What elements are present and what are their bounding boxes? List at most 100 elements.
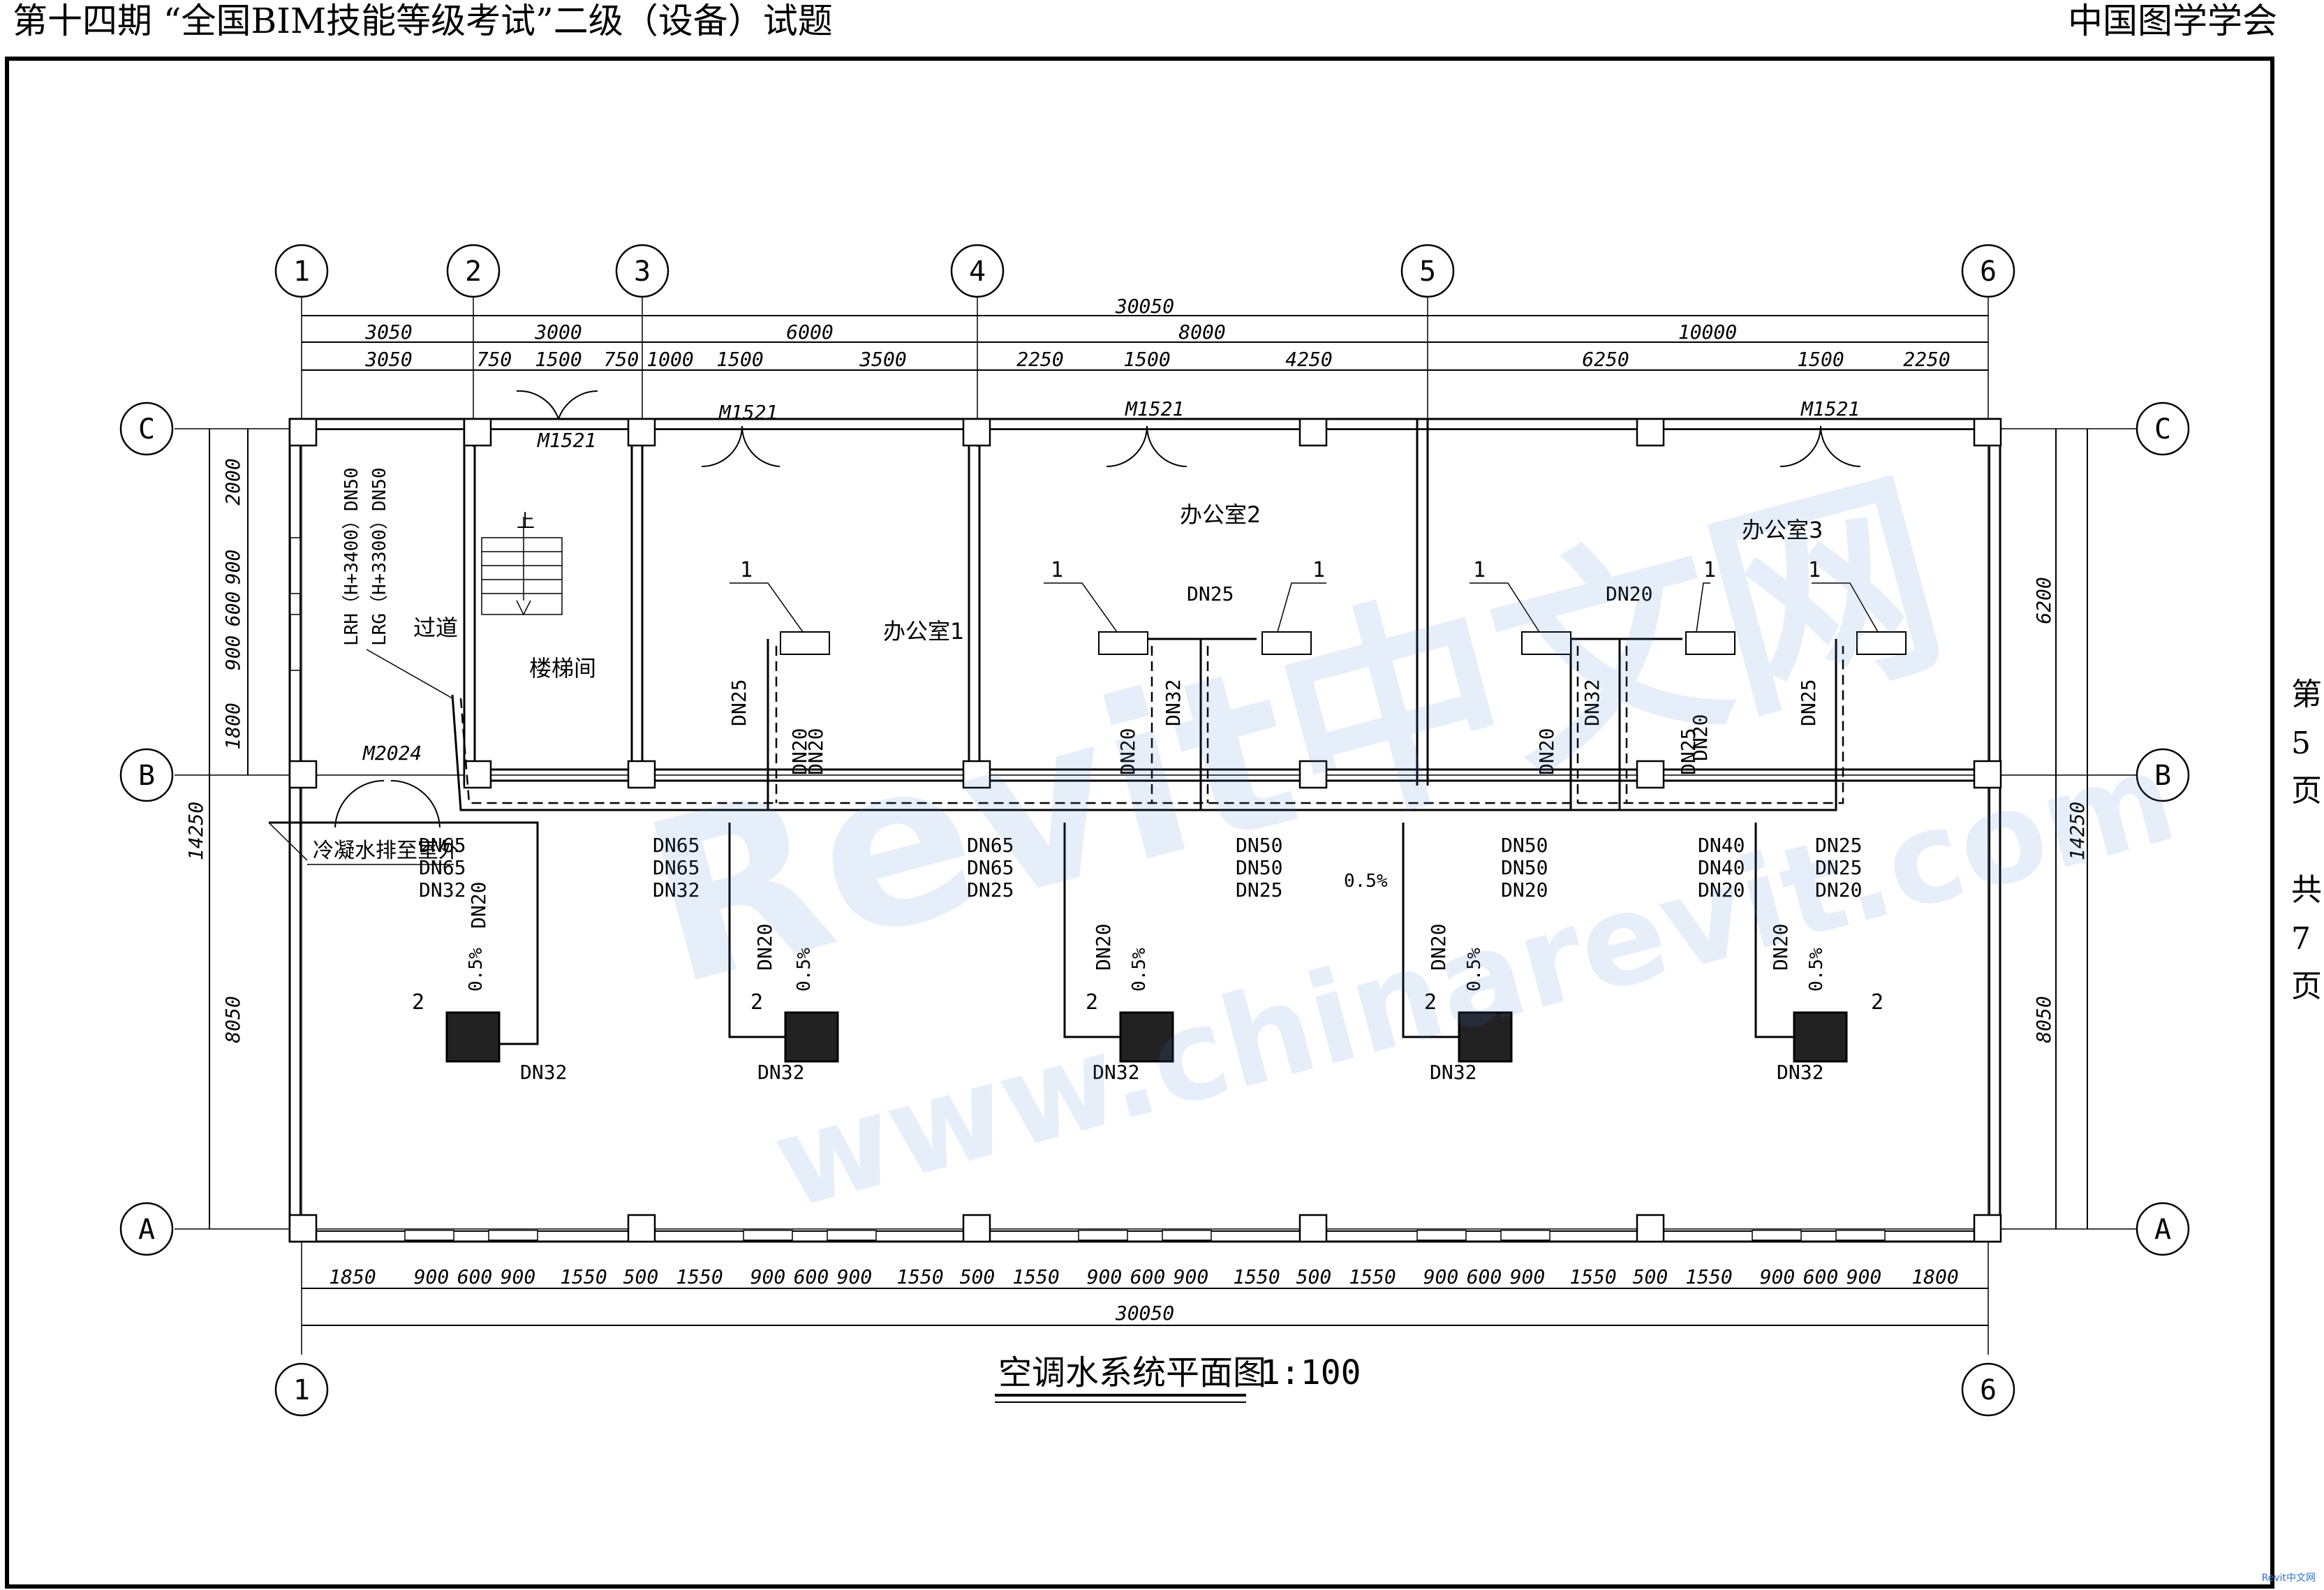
grid-bubble-row-c-left: C [119, 402, 174, 456]
svg-text:DN20: DN20 [1427, 924, 1450, 971]
svg-text:3500: 3500 [859, 348, 906, 371]
door-labels: M1521 M1521 M1521 M1521 M2024 [362, 397, 1860, 765]
equipment-tags: 1 1 1 1 1 1 2 2 2 2 2 [412, 558, 1883, 1015]
drawing-title-block: 空调水系统平面图 1:100 [995, 1353, 1361, 1403]
drawing-scale: 1:100 [1260, 1353, 1361, 1392]
svg-text:1550: 1550 [896, 1265, 943, 1288]
svg-text:DN32: DN32 [1162, 679, 1185, 726]
room-labels: 办公室1 办公室2 办公室3 过道 楼梯间 上 [413, 501, 1823, 682]
svg-text:6: 6 [1980, 1374, 1997, 1406]
svg-text:10000: 10000 [1678, 321, 1737, 344]
svg-text:30050: 30050 [1115, 1302, 1174, 1325]
grid-bubble-col-1-bottom: 1 [274, 1362, 329, 1417]
cassette-pipe-labels: DN32 DN32 DN32 DN32 DN32 [520, 1061, 1823, 1084]
svg-text:1500: 1500 [535, 348, 582, 371]
svg-text:DN32: DN32 [520, 1061, 567, 1084]
svg-text:DN65: DN65 [419, 856, 466, 879]
svg-text:0.5%: 0.5% [1464, 948, 1485, 992]
svg-text:1500: 1500 [716, 348, 763, 371]
piping-return [459, 646, 1844, 804]
svg-text:1550: 1550 [1685, 1265, 1732, 1288]
svg-text:DN20: DN20 [1501, 878, 1548, 901]
svg-text:750: 750 [604, 348, 639, 371]
svg-text:DN20: DN20 [1092, 924, 1115, 971]
svg-text:2: 2 [750, 990, 763, 1015]
svg-text:1: 1 [1473, 558, 1486, 582]
grid-bubbles: 1 2 3 4 5 6 1 6 C B A C B A [119, 244, 2190, 1417]
grid-bubble-col-4: 4 [950, 244, 1005, 298]
svg-text:900: 900 [1423, 1265, 1459, 1288]
svg-text:3000: 3000 [534, 321, 582, 344]
grid-bubble-row-b-right: B [2136, 748, 2190, 802]
svg-text:DN50: DN50 [1501, 834, 1548, 857]
grid-bubble-col-1: 1 [274, 244, 329, 298]
svg-text:600: 600 [457, 1265, 493, 1288]
svg-text:6000: 6000 [786, 321, 833, 344]
svg-text:DN32: DN32 [1581, 679, 1604, 726]
page-label-char: 第 [2291, 677, 2322, 712]
condensate-note: 冷凝水排至室外 [313, 839, 459, 863]
svg-text:DN20: DN20 [1606, 582, 1652, 605]
svg-text:DN65: DN65 [419, 834, 466, 857]
room-office-3: 办公室3 [1742, 517, 1823, 543]
riser-lrh-note: LRH（H+3400）DN50 [341, 468, 362, 647]
svg-text:3050: 3050 [364, 348, 412, 371]
svg-text:600: 600 [794, 1265, 829, 1288]
svg-text:1550: 1550 [1233, 1265, 1280, 1288]
svg-text:2250: 2250 [1016, 348, 1063, 371]
sheet-border [5, 57, 2274, 1589]
svg-text:M1521: M1521 [537, 429, 596, 452]
svg-text:14250: 14250 [2066, 802, 2089, 860]
svg-text:900: 900 [750, 1265, 786, 1288]
riser-leader [366, 649, 453, 699]
svg-text:DN20: DN20 [1116, 728, 1139, 775]
grid-bubble-row-b-left: B [119, 748, 174, 802]
svg-text:500: 500 [1633, 1265, 1668, 1288]
svg-text:600: 600 [1130, 1265, 1166, 1288]
svg-text:DN20: DN20 [1769, 924, 1792, 971]
svg-text:900: 900 [501, 1265, 536, 1288]
svg-text:8050: 8050 [2032, 996, 2055, 1043]
windows [290, 537, 1886, 1241]
svg-text:1: 1 [293, 256, 310, 288]
svg-text:DN25: DN25 [1815, 856, 1862, 879]
staircase [481, 517, 563, 616]
svg-text:3050: 3050 [364, 321, 412, 344]
svg-text:1550: 1550 [676, 1265, 723, 1288]
svg-text:1800: 1800 [1911, 1265, 1958, 1288]
svg-text:900: 900 [414, 1265, 450, 1288]
dimension-texts: 30050 3050 3000 6000 8000 10000 3050 750… [184, 295, 2089, 1325]
svg-text:A: A [138, 1214, 155, 1246]
svg-text:900: 900 [1174, 1265, 1209, 1288]
svg-text:1500: 1500 [1123, 348, 1170, 371]
svg-text:DN20: DN20 [1535, 728, 1558, 775]
room-office-1: 办公室1 [883, 618, 964, 645]
room-stairwell: 楼梯间 [529, 655, 596, 682]
grid-bubble-col-2: 2 [446, 244, 501, 298]
grid-bubble-col-6-bottom: 6 [1961, 1362, 2015, 1417]
svg-text:1: 1 [1312, 558, 1325, 582]
total-pages: 7 [2291, 921, 2311, 957]
grid-bubble-row-a-right: A [2136, 1202, 2190, 1256]
svg-text:900: 900 [221, 635, 244, 671]
doors [334, 390, 1861, 828]
svg-text:2: 2 [412, 990, 424, 1015]
slope-labels: 0.5% 0.5% 0.5% 0.5% 0.5% 0.5% [466, 871, 1827, 992]
svg-text:C: C [138, 413, 155, 446]
grid-bubble-row-c-right: C [2136, 402, 2190, 456]
structural-columns [288, 418, 2002, 1243]
svg-text:DN20: DN20 [804, 728, 827, 775]
svg-text:14250: 14250 [184, 802, 207, 860]
corner-logo: Revit中文网 [2261, 1573, 2316, 1584]
svg-text:1: 1 [1703, 558, 1716, 582]
organization-name: 中国图学学会 [2068, 1, 2277, 41]
svg-text:1500: 1500 [1797, 348, 1844, 371]
svg-text:B: B [138, 760, 155, 792]
grid-bubble-col-6: 6 [1961, 244, 2015, 298]
svg-text:DN32: DN32 [419, 878, 466, 901]
fan-coil-units [780, 631, 1907, 655]
svg-text:DN32: DN32 [1430, 1061, 1476, 1084]
svg-text:5: 5 [1419, 256, 1436, 288]
svg-text:6: 6 [1980, 256, 1997, 288]
